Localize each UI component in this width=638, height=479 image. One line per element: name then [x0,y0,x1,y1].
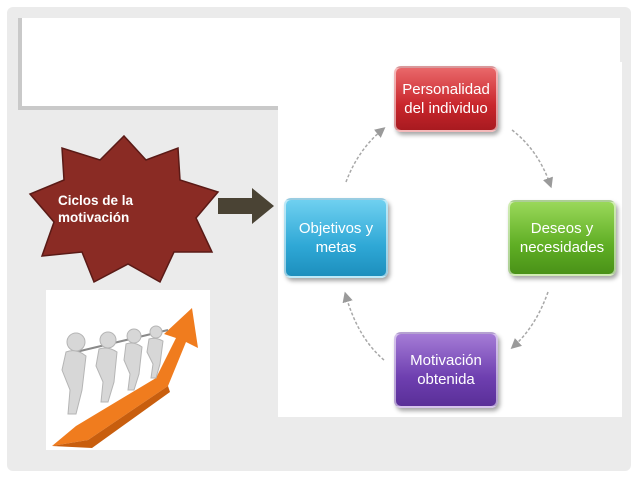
right-arrow-icon [218,188,274,224]
node-top-label: Personalidad del individuo [402,81,490,117]
node-objetivos: Objetivos y metas [284,198,388,278]
starburst-shape [28,134,220,284]
node-personalidad: Personalidad del individuo [394,66,498,132]
node-left-label: Objetivos y metas [298,220,374,256]
people-pulling-rope-icon [46,290,210,450]
star-label: Ciclos de la motivación [58,193,134,225]
node-motivacion: Motivación obtenida [394,332,498,408]
node-right-label: Deseos y necesidades [519,220,605,256]
node-bottom-label: Motivación obtenida [410,352,482,388]
node-deseos: Deseos y necesidades [508,200,616,276]
